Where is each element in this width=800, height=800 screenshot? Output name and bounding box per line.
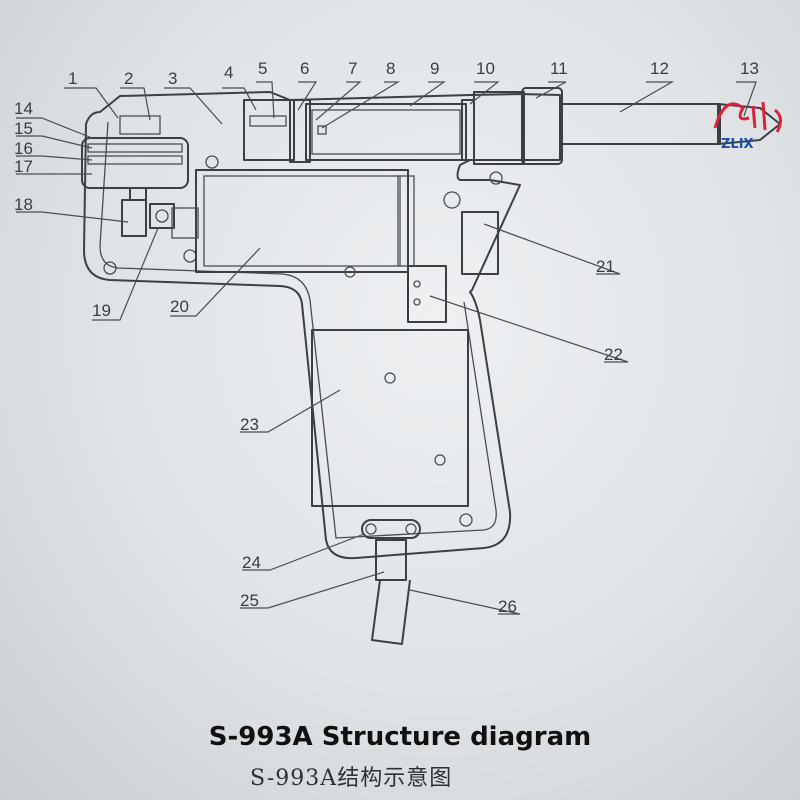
trigger-21 [461,211,499,275]
part-label-15: 15 [14,119,33,138]
part-8-valve [317,125,327,135]
leader-lines [16,81,757,615]
part-label-20: 20 [170,297,189,316]
screw-hole [205,155,219,169]
switch-22 [407,265,447,323]
cable-clamp-24 [361,519,421,539]
part-5-element [249,115,287,127]
part-19-block [149,203,175,229]
zlix-watermark-logo: ZLIX [713,101,782,152]
part-number-labels: 1 2 3 4 5 6 7 8 9 10 11 12 13 14 15 16 1… [14,59,759,616]
part-label-6: 6 [300,59,309,78]
part-label-13: 13 [740,59,759,78]
part-label-21: 21 [596,257,615,276]
screw-hole [443,191,461,209]
motor-end-cap [397,175,415,267]
switch-contact [413,298,421,306]
part-label-9: 9 [430,59,439,78]
screw-hole [103,261,117,275]
part-label-26: 26 [498,597,517,616]
part-label-19: 19 [92,301,111,320]
logo-letters: ZLIX [721,137,754,152]
logo-strokes [751,101,782,133]
strain-relief-25 [375,539,407,581]
screw-hole [459,513,473,527]
part-label-12: 12 [650,59,669,78]
part-18-block [121,199,147,237]
part-11-nut [521,87,563,165]
clamp-screw [405,523,417,535]
circuit-board-23 [311,329,469,507]
part-label-2: 2 [124,69,133,88]
part-label-23: 23 [240,415,259,434]
motor-connector [171,207,199,239]
part-label-25: 25 [240,591,259,610]
cylinder-inner [311,109,461,155]
part-label-18: 18 [14,195,33,214]
motor-inner [203,175,401,267]
part-label-22: 22 [604,345,623,364]
part-4-block [243,99,295,161]
screw-hole [384,372,396,384]
power-cord-26 [371,579,411,645]
plate-16 [87,155,183,165]
switch-contact [413,280,421,288]
part-label-16: 16 [14,139,33,158]
shaft-top [129,187,147,201]
nozzle-12 [559,103,721,145]
part-label-10: 10 [476,59,495,78]
part-6-block [289,99,311,163]
switch-block [119,115,161,135]
gun-body-outline [83,91,561,560]
clamp-screw [365,523,377,535]
gun-body-inner-outline [99,121,497,539]
screw-hole [489,171,503,185]
part-label-17: 17 [14,157,33,176]
part-label-4: 4 [224,63,233,82]
plate-15 [87,143,183,153]
motor-housing [81,137,189,189]
part-label-5: 5 [258,59,267,78]
part-10-seal [461,99,475,161]
part-label-24: 24 [242,553,261,572]
part-label-1: 1 [68,69,77,88]
part-label-8: 8 [386,59,395,78]
caption-english: S-993A Structure diagram [208,722,592,752]
cylinder-9 [305,103,467,161]
screw-hole [434,454,446,466]
part-label-7: 7 [348,59,357,78]
part-label-11: 11 [550,59,568,78]
coupling [473,91,525,165]
screw-hole [344,266,356,278]
logo-swoosh [713,102,750,129]
screw-hole [183,249,197,263]
part-19-bolt [155,209,169,223]
part-label-14: 14 [14,99,33,118]
part-label-3: 3 [168,69,177,88]
caption-chinese: S-993A结构示意图 [250,766,453,791]
motor-20 [195,169,409,273]
